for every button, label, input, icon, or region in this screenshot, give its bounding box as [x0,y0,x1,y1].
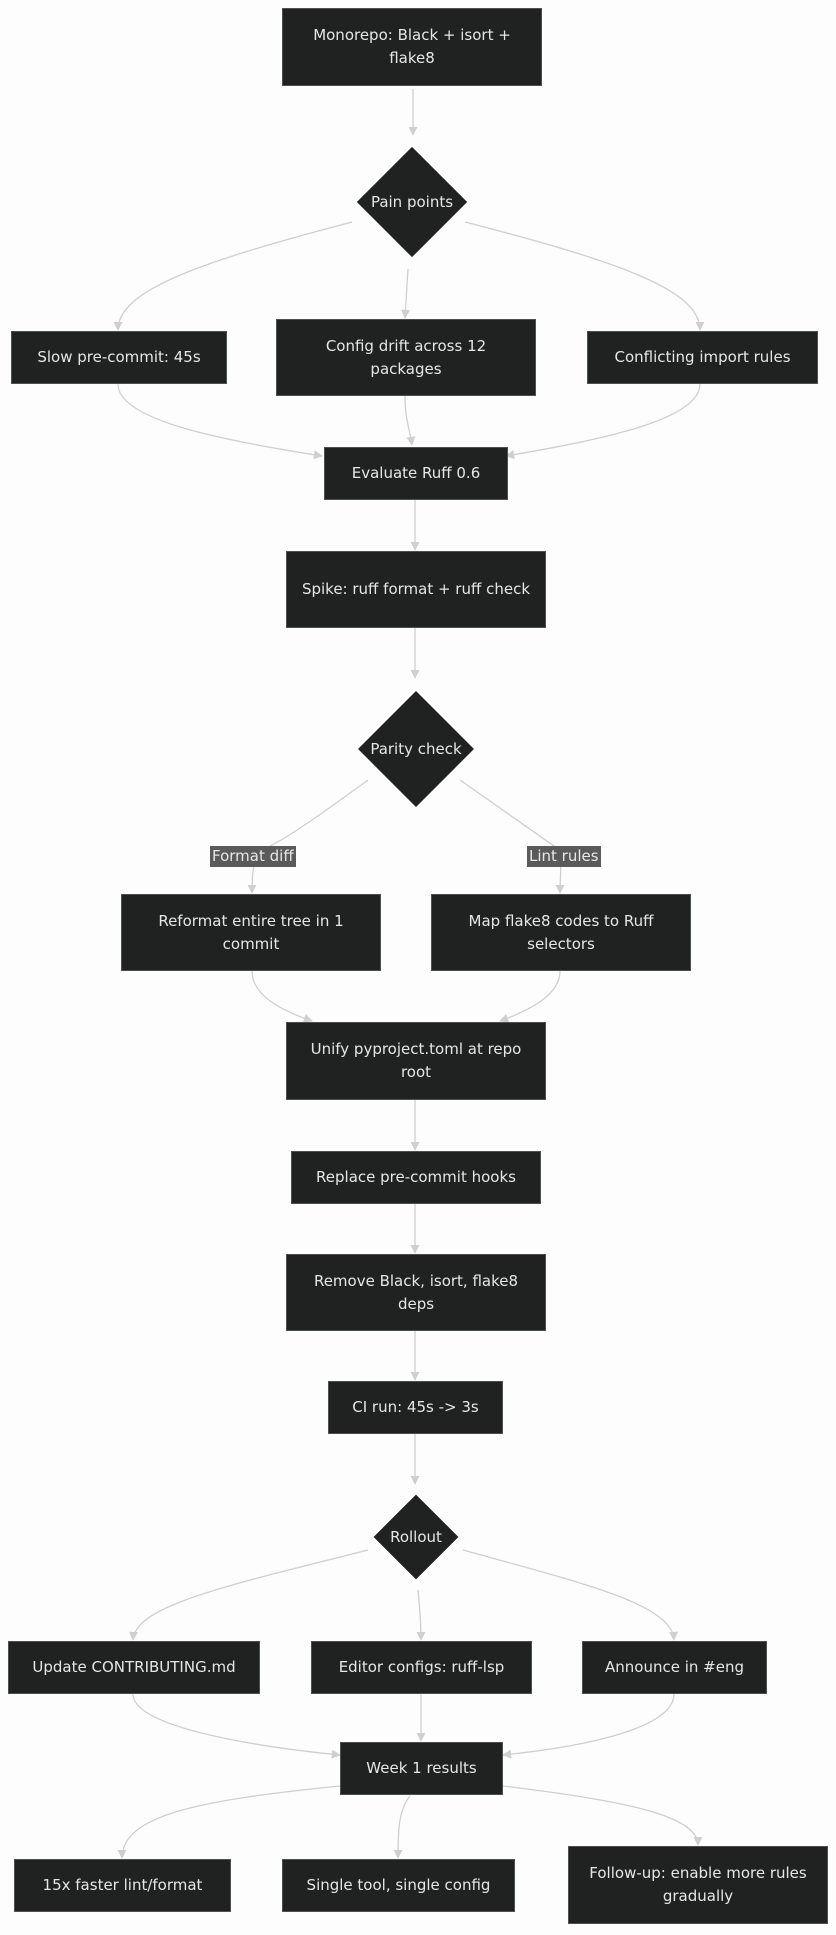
edge-announce-week1 [502,1693,675,1759]
node-slow-precommit[interactable]: Slow pre-commit: 45s [11,331,227,384]
edge-painpoints-drift [400,268,411,319]
node-pain-points[interactable]: Pain points [346,136,478,268]
edge-label-lint-rules: Lint rules [527,846,601,867]
edge-conflict-evaluate [505,383,701,460]
node-replace-hooks[interactable]: Replace pre-commit hooks [291,1151,541,1204]
edge-label-format-diff: Format diff [210,846,296,867]
node-pain-points-label: Pain points [370,193,454,211]
edge-contributing-week1 [132,1693,341,1759]
node-conflicting-imports[interactable]: Conflicting import rules [587,331,818,384]
node-monorepo[interactable]: Monorepo: Black + isort + flake8 [282,8,542,86]
node-faster[interactable]: 15x faster lint/format [14,1859,231,1912]
node-unify-pyproject[interactable]: Unify pyproject.toml at repo root [286,1022,546,1100]
node-rollout-label: Rollout [390,1528,442,1546]
node-parity-check[interactable]: Parity check [346,679,486,819]
edge-painpoints-slow [113,221,353,331]
edge-map-unify [499,970,561,1023]
edge-reformat-unify [251,970,313,1023]
edge-rollout-editor [416,1589,426,1641]
node-evaluate-ruff[interactable]: Evaluate Ruff 0.6 [324,447,508,500]
node-config-drift[interactable]: Config drift across 12 packages [276,319,536,396]
edge-painpoints-conflict [464,221,705,331]
edge-week1-faster [117,1785,341,1859]
edge-week1-followup [502,1785,703,1846]
node-ci-run[interactable]: CI run: 45s -> 3s [328,1381,503,1434]
node-editor-configs[interactable]: Editor configs: ruff-lsp [311,1641,532,1694]
node-single-tool[interactable]: Single tool, single config [282,1859,515,1912]
node-reformat-tree[interactable]: Reformat entire tree in 1 commit [121,894,381,971]
node-map-flake8[interactable]: Map flake8 codes to Ruff selectors [431,894,691,971]
edge-rollout-contributing [128,1549,369,1641]
edge-week1-single [393,1795,411,1859]
node-update-contributing[interactable]: Update CONTRIBUTING.md [8,1641,260,1694]
edge-rollout-announce [462,1549,679,1641]
node-rollout[interactable]: Rollout [364,1485,468,1589]
node-spike[interactable]: Spike: ruff format + ruff check [286,551,546,628]
edge-drift-evaluate [404,395,416,446]
node-followup[interactable]: Follow-up: enable more rules gradually [568,1846,828,1924]
node-parity-check-label: Parity check [370,740,462,758]
node-announce[interactable]: Announce in #eng [582,1641,767,1694]
edge-slow-evaluate [117,383,323,460]
node-remove-deps[interactable]: Remove Black, isort, flake8 deps [286,1254,546,1331]
node-week1-results[interactable]: Week 1 results [340,1742,503,1795]
